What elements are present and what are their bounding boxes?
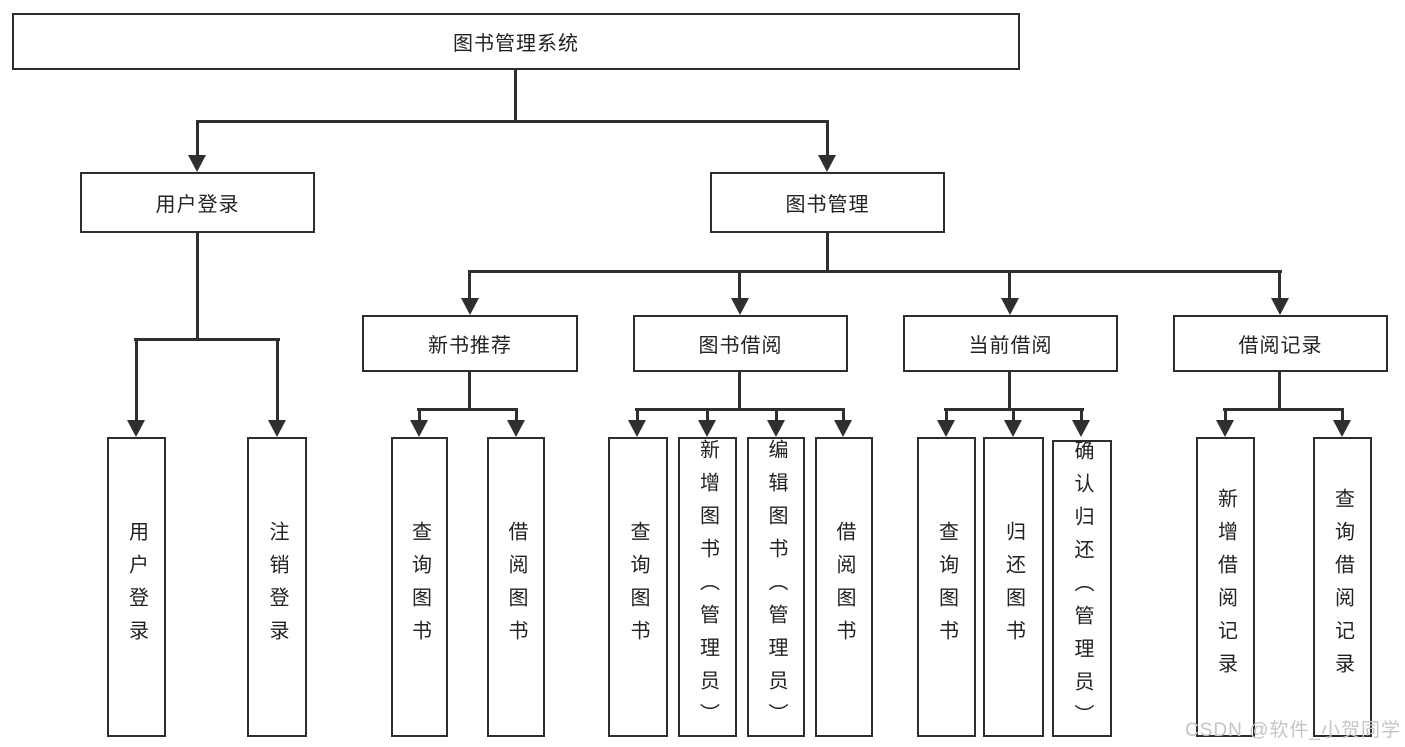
arrowhead-icon: [507, 420, 525, 437]
leaf-borrow-books-recommend: 借阅图书: [487, 437, 545, 737]
leaf-return-book-label: 归还图书: [1002, 521, 1025, 653]
connector-drop-leaf: [515, 408, 518, 422]
node-new-book-recommend: 新书推荐: [362, 315, 578, 372]
leaf-borrow-books-label: 借阅图书: [833, 521, 855, 653]
arrowhead-icon: [1004, 420, 1022, 437]
leaf-query-books-current: 查询图书: [917, 437, 976, 737]
arrowhead-icon: [1072, 420, 1090, 437]
node-root: 图书管理系统: [12, 13, 1020, 70]
connector-drop-leaf: [945, 408, 948, 422]
connector-drop-leaf: [775, 408, 778, 422]
leaf-confirm-return-admin-label: 确认归还（管理员）: [1071, 440, 1093, 737]
connector-drop-leaf: [1341, 408, 1344, 422]
arrowhead-icon: [410, 420, 428, 437]
arrowhead-icon: [268, 420, 286, 437]
leaf-add-borrow-record: 新增借阅记录: [1196, 437, 1255, 737]
csdn-watermark: CSDN @软件_小贺同学: [1185, 720, 1401, 741]
leaf-edit-book-admin-label: 编辑图书（管理员）: [765, 438, 787, 736]
leaf-return-book: 归还图书: [983, 437, 1044, 737]
connector-drop-leaf-user-login: [135, 338, 138, 422]
connector-drop-leaf: [1080, 408, 1083, 422]
node-user-login-label: 用户登录: [155, 194, 240, 216]
leaf-logout-label: 注销登录: [266, 521, 288, 653]
arrowhead-icon: [818, 155, 836, 172]
leaf-borrow-books-recommend-label: 借阅图书: [505, 521, 527, 653]
connector-user-login-rail: [134, 338, 280, 341]
arrowhead-icon: [767, 420, 785, 437]
arrowhead-icon: [698, 420, 716, 437]
node-book-management-label: 图书管理: [785, 194, 870, 216]
leaf-borrow-books: 借阅图书: [815, 437, 873, 737]
connector-new-book-rail: [417, 408, 518, 411]
node-user-login: 用户登录: [80, 172, 315, 233]
connector-level2-rail: [196, 120, 829, 123]
leaf-query-books-borrow-label: 查询图书: [627, 521, 649, 653]
node-book-borrow: 图书借阅: [633, 315, 848, 372]
arrowhead-icon: [188, 155, 206, 172]
connector-book-mgmt-stem: [826, 233, 829, 272]
arrowhead-icon: [1001, 298, 1019, 315]
leaf-user-login-label: 用户登录: [125, 521, 148, 653]
connector-drop-leaf: [1012, 408, 1015, 422]
leaf-logout: 注销登录: [247, 437, 307, 737]
leaf-add-book-admin: 新增图书（管理员）: [678, 437, 737, 737]
arrowhead-icon: [731, 298, 749, 315]
connector-drop-leaf: [1224, 408, 1227, 422]
node-borrow-records: 借阅记录: [1173, 315, 1388, 372]
connector-drop-leaf: [636, 408, 639, 422]
connector-drop-leaf: [706, 408, 709, 422]
connector-drop-leaf-logout: [276, 338, 279, 422]
connector-drop-borrow-records: [1278, 270, 1281, 300]
leaf-confirm-return-admin: 确认归还（管理员）: [1052, 440, 1112, 737]
node-current-borrow-label: 当前借阅: [968, 335, 1053, 357]
arrowhead-icon: [937, 420, 955, 437]
connector-borrow-records-stem: [1278, 372, 1281, 410]
arrowhead-icon: [1333, 420, 1351, 437]
connector-drop-book-mgmt: [826, 120, 829, 156]
connector-borrow-records-rail: [1223, 408, 1344, 411]
leaf-add-book-admin-label: 新增图书（管理员）: [696, 438, 719, 736]
leaf-user-login: 用户登录: [107, 437, 166, 737]
arrowhead-icon: [127, 420, 145, 437]
connector-drop-book-borrow: [738, 270, 741, 300]
arrowhead-icon: [1271, 298, 1289, 315]
leaf-edit-book-admin: 编辑图书（管理员）: [747, 437, 805, 737]
connector-book-borrow-stem: [738, 372, 741, 410]
node-current-borrow: 当前借阅: [903, 315, 1118, 372]
leaf-add-borrow-record-label: 新增借阅记录: [1214, 488, 1237, 686]
arrowhead-icon: [834, 420, 852, 437]
connector-new-book-stem: [468, 372, 471, 410]
node-book-management: 图书管理: [710, 172, 945, 233]
leaf-query-books-current-label: 查询图书: [935, 521, 958, 653]
connector-book-borrow-rail: [635, 408, 845, 411]
leaf-query-books-recommend-label: 查询图书: [408, 521, 431, 653]
leaf-query-books-recommend: 查询图书: [391, 437, 448, 737]
connector-user-login-stem: [196, 233, 199, 340]
arrowhead-icon: [1216, 420, 1234, 437]
connector-drop-leaf: [842, 408, 845, 422]
node-borrow-records-label: 借阅记录: [1238, 335, 1323, 357]
connector-drop-leaf: [418, 408, 421, 422]
leaf-query-borrow-record: 查询借阅记录: [1313, 437, 1372, 737]
connector-root-stem: [514, 70, 517, 123]
connector-current-borrow-stem: [1008, 372, 1011, 410]
node-book-borrow-label: 图书借阅: [698, 335, 783, 357]
leaf-query-books-borrow: 查询图书: [608, 437, 668, 737]
node-root-label: 图书管理系统: [453, 33, 579, 55]
node-new-book-recommend-label: 新书推荐: [428, 335, 512, 357]
connector-level3-rail: [468, 270, 1282, 273]
connector-drop-current-borrow: [1008, 270, 1011, 300]
arrowhead-icon: [461, 298, 479, 315]
connector-drop-user-login: [196, 120, 199, 156]
connector-drop-new-book: [468, 270, 471, 300]
arrowhead-icon: [628, 420, 646, 437]
leaf-query-borrow-record-label: 查询借阅记录: [1331, 488, 1354, 686]
